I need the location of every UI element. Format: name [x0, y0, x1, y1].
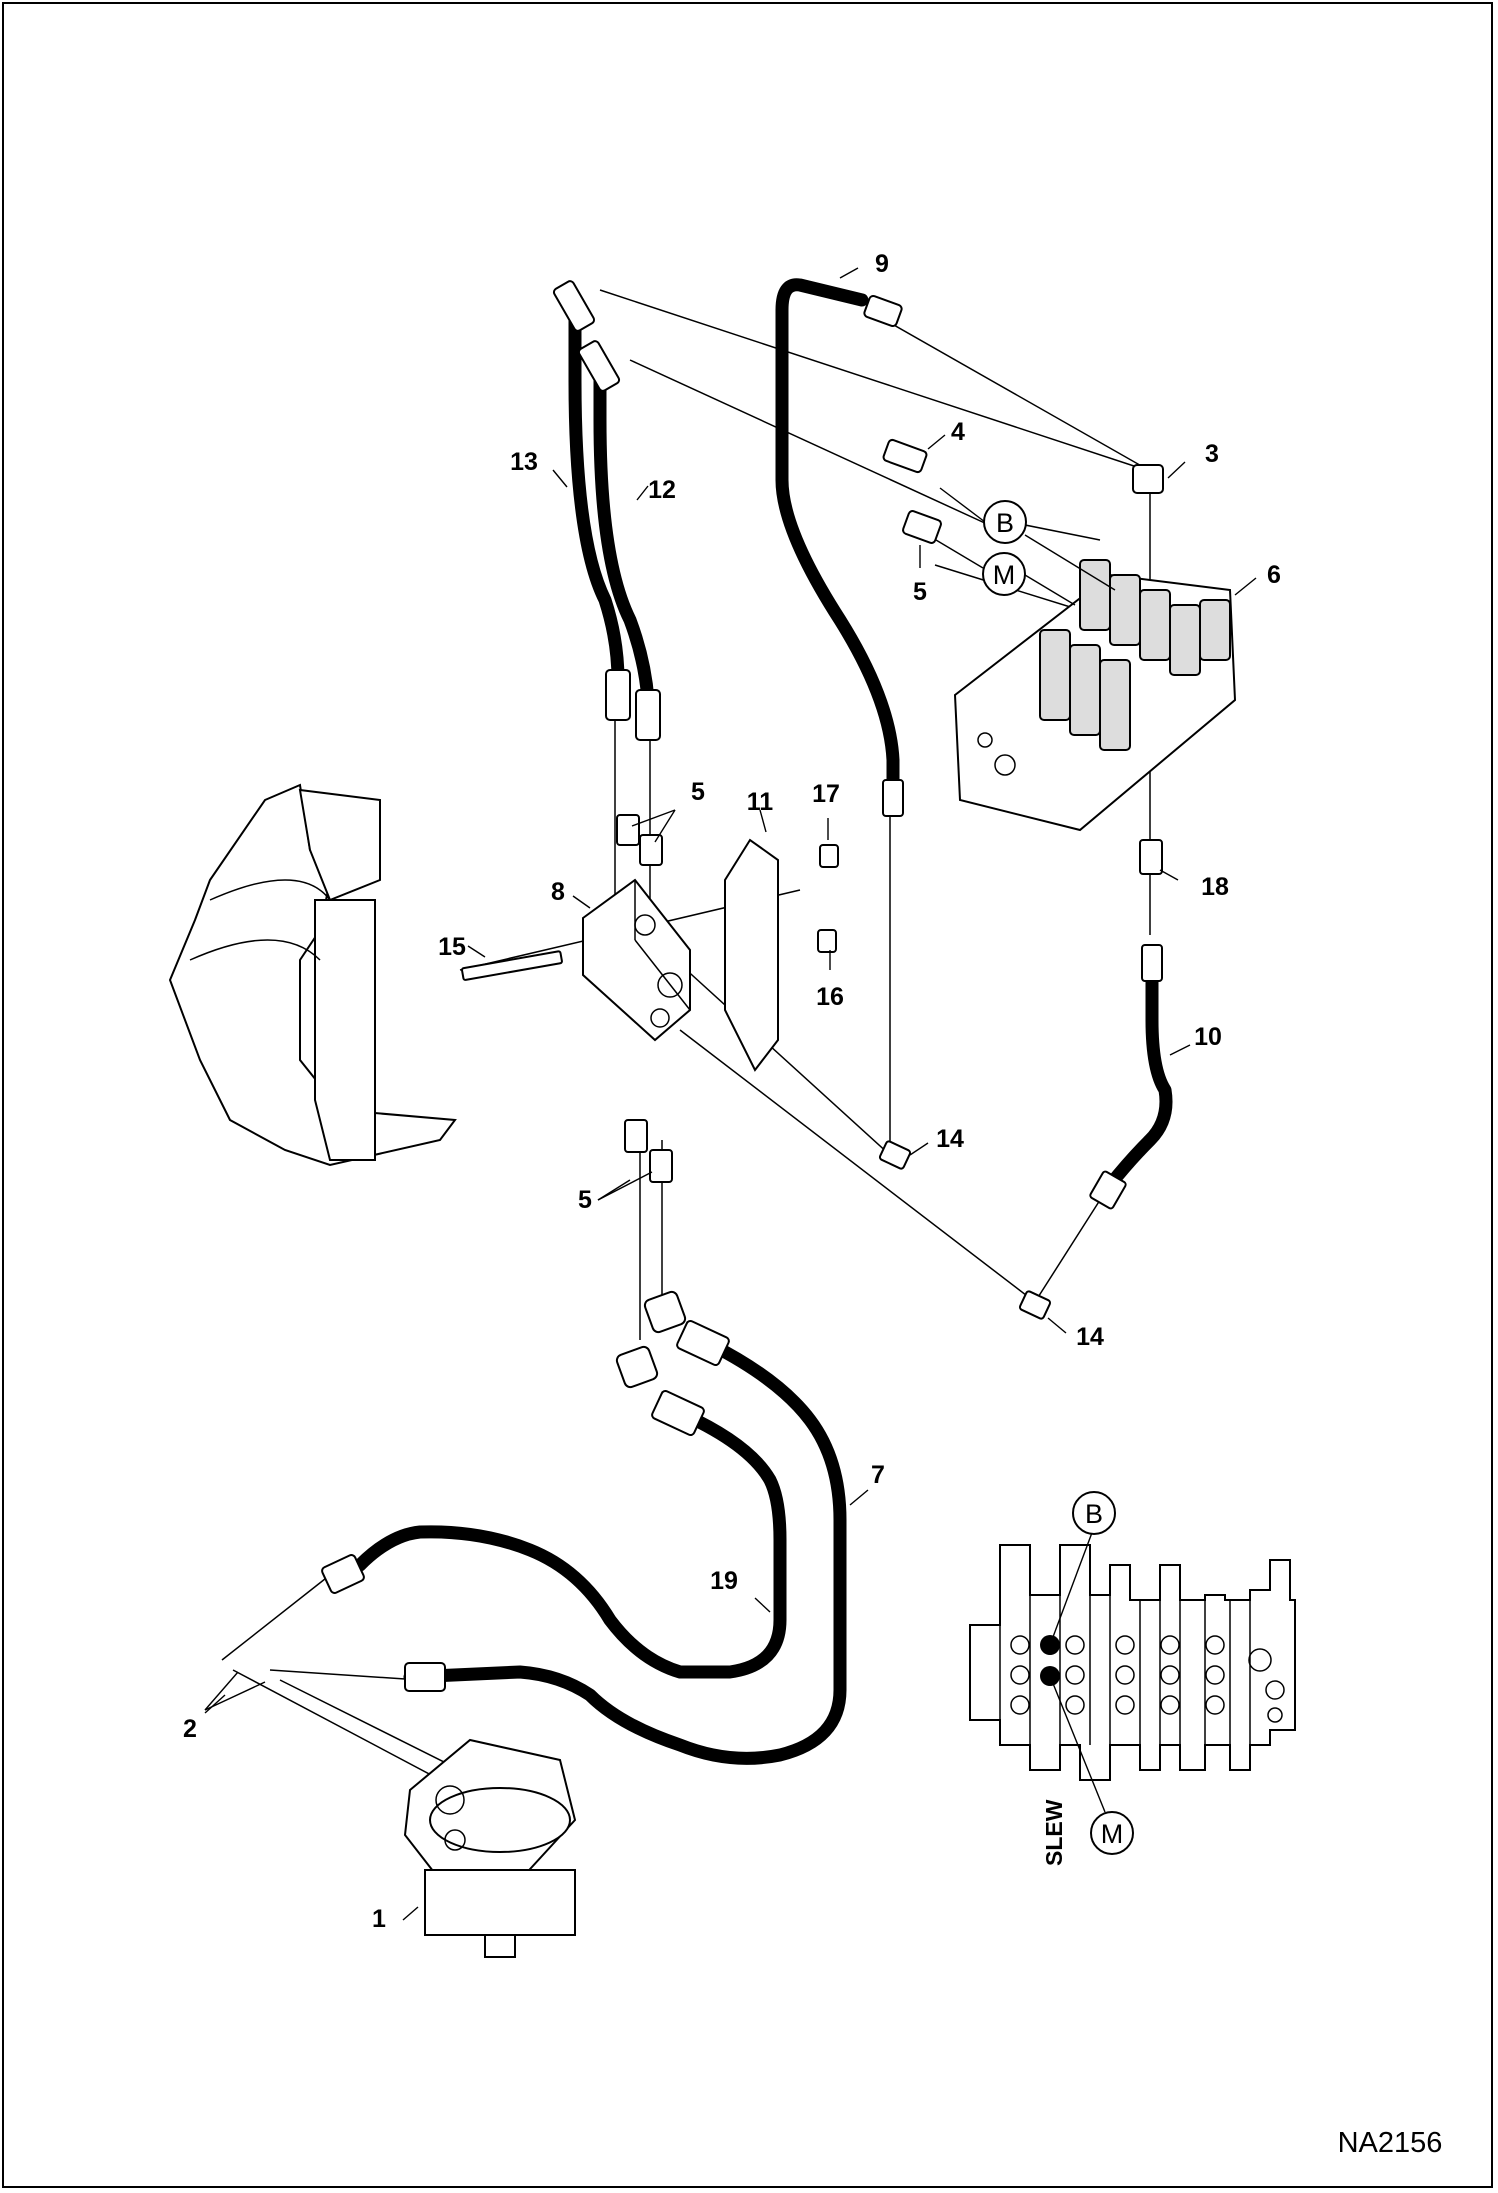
callout-9: 9	[875, 250, 889, 278]
callout-6: 6	[1267, 561, 1281, 589]
callout-5-lower: 5	[578, 1186, 592, 1214]
machine-frame-structure	[168, 783, 457, 1167]
fitting-set	[321, 280, 1163, 1692]
callout-7: 7	[871, 1461, 885, 1489]
bubble-m-label: M	[993, 560, 1016, 590]
inset-valve-view	[969, 1529, 1296, 1813]
callout-14-upper: 14	[936, 1125, 964, 1153]
adapters-middle	[616, 814, 673, 1183]
hose-19	[353, 1408, 787, 1679]
elbow-14-lower	[1018, 1290, 1052, 1320]
callout-10: 10	[1194, 1023, 1222, 1051]
callout-2: 2	[183, 1715, 197, 1743]
callout-3: 3	[1205, 440, 1219, 468]
control-valve-6	[953, 559, 1237, 832]
callout-1: 1	[372, 1905, 386, 1933]
bubble-b: B	[939, 487, 1116, 591]
adapters-upper	[882, 438, 1164, 544]
callout-5-adapter: 5	[913, 578, 927, 606]
callout-11: 11	[747, 788, 774, 816]
callout-8: 8	[551, 878, 565, 906]
inset-bubble-m-label: M	[1101, 1819, 1124, 1849]
callout-18: 18	[1201, 873, 1229, 901]
bracket-11	[724, 838, 779, 1072]
drawing-number: NA2156	[1338, 2127, 1443, 2159]
inset-bubble-b: B	[1072, 1491, 1116, 1535]
nut-17	[819, 844, 839, 868]
bubble-b-label: B	[996, 508, 1014, 538]
inset-bubble-m: M	[1090, 1811, 1134, 1855]
callout-15: 15	[438, 933, 466, 961]
inset-slew-label: SLEW	[1041, 1799, 1067, 1866]
hose-10	[1103, 948, 1173, 1192]
callout-19: 19	[710, 1567, 738, 1595]
callout-leaders	[204, 267, 1257, 1921]
bolt-16	[817, 929, 837, 953]
hose-13	[568, 293, 625, 687]
callout-14-lower: 14	[1076, 1323, 1104, 1351]
hose-7	[403, 1338, 847, 1765]
slew-motor-1	[403, 1738, 577, 1958]
valve-block-8	[582, 878, 691, 1042]
callout-17: 17	[812, 780, 840, 808]
inset-bubble-b-label: B	[1085, 1499, 1103, 1529]
callout-16: 16	[816, 983, 844, 1011]
hose-12	[593, 353, 655, 707]
part-callouts: 1 2 3 4 5 5 5 6 7 8 9 10 11 12 13 14 14 …	[183, 250, 1281, 1933]
callout-5-upper: 5	[691, 778, 705, 806]
hoses	[353, 278, 1173, 1765]
hose-9	[775, 278, 900, 797]
bolt-15	[461, 950, 563, 981]
callout-12: 12	[648, 476, 676, 504]
callout-4: 4	[951, 418, 965, 446]
elbow-14-upper	[878, 1140, 912, 1170]
components	[168, 280, 1237, 1958]
fitting-18	[1139, 839, 1163, 875]
callout-13: 13	[510, 448, 538, 476]
bubble-m: M	[935, 539, 1076, 606]
